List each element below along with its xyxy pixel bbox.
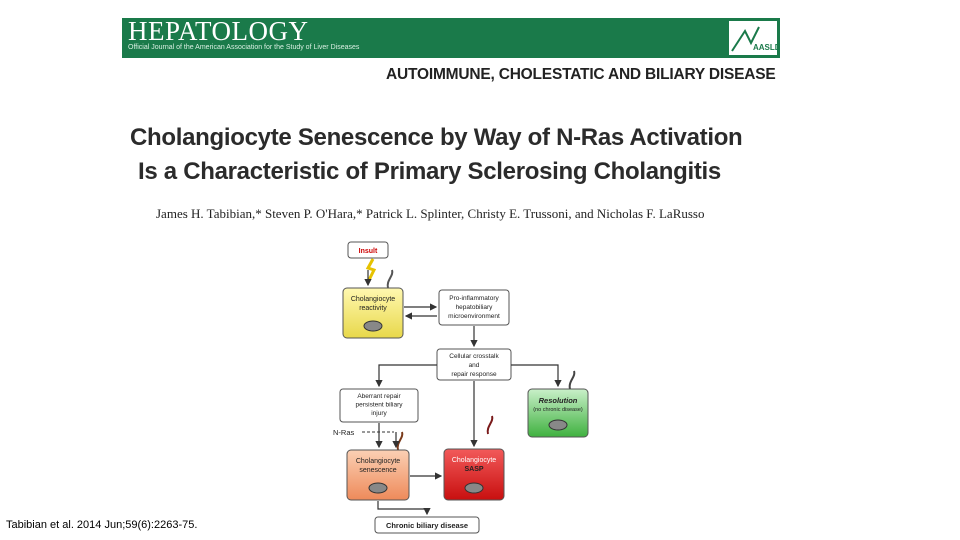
reactivity-cell-nucleus xyxy=(364,321,382,331)
journal-subtitle: Official Journal of the American Associa… xyxy=(128,44,359,51)
pathway-diagram: InsultCholangiocytereactivityPro-inflamm… xyxy=(320,236,490,538)
reactivity-label-line-2: reactivity xyxy=(359,305,387,312)
lightning-icon xyxy=(368,259,374,282)
arrow-crosstalk-to-resolution xyxy=(511,365,558,386)
arrow-senescence-to-chronic xyxy=(378,501,427,514)
aberrant-label-line-3: injury xyxy=(371,410,387,417)
sasp-cilium xyxy=(488,416,493,434)
resolution-cell-nucleus xyxy=(549,420,567,430)
article-title-line-1: Cholangiocyte Senescence by Way of N-Ras… xyxy=(130,124,742,152)
senescence-cell-nucleus xyxy=(369,483,387,493)
nras-label: N-Ras xyxy=(333,428,355,437)
crosstalk-label-line-3: repair response xyxy=(451,371,497,378)
proinflammatory-label-line-3: microenvironment xyxy=(448,313,500,320)
author-list: James H. Tabibian,* Steven P. O'Hara,* P… xyxy=(156,206,705,222)
senescence-label-line-2: senescence xyxy=(359,467,396,474)
aasld-logo-mark: AASLD xyxy=(729,21,777,55)
section-heading: AUTOIMMUNE, CHOLESTATIC AND BILIARY DISE… xyxy=(386,66,776,84)
resolution-label: Resolution xyxy=(539,396,578,405)
article-title-line-2: Is a Characteristic of Primary Sclerosin… xyxy=(138,158,721,186)
senescence-cilium xyxy=(398,432,403,450)
resolution-sublabel: (no chronic disease) xyxy=(533,407,583,413)
crosstalk-label-line-1: Cellular crosstalk xyxy=(449,353,499,360)
sasp-label-line-1: Cholangiocyte xyxy=(452,457,496,464)
senescence-label-line-1: Cholangiocyte xyxy=(356,458,400,465)
logo-text: AASLD xyxy=(753,43,777,52)
proinflammatory-label-line-2: hepatobiliary xyxy=(456,304,494,311)
journal-name: HEPATOLOGY xyxy=(128,16,309,47)
reactivity-label-line-1: Cholangiocyte xyxy=(351,296,395,303)
citation: Tabibian et al. 2014 Jun;59(6):2263-75. xyxy=(6,519,197,531)
resolution-cilium xyxy=(570,371,575,389)
aberrant-label-line-2: persistent biliary xyxy=(356,402,404,409)
reactivity-cilium xyxy=(388,270,393,288)
sasp-label-line-2: SASP xyxy=(464,466,483,473)
aberrant-label-line-1: Aberrant repair xyxy=(357,393,401,400)
chronic-label: Chronic biliary disease xyxy=(386,521,468,530)
aasld-logo: AASLD xyxy=(728,20,778,56)
insult-label: Insult xyxy=(359,248,378,255)
crosstalk-label-line-2: and xyxy=(469,362,480,369)
arrow-crosstalk-to-aberrant xyxy=(379,365,437,386)
proinflammatory-label-line-1: Pro-inflammatory xyxy=(449,295,499,302)
sasp-cell-nucleus xyxy=(465,483,483,493)
